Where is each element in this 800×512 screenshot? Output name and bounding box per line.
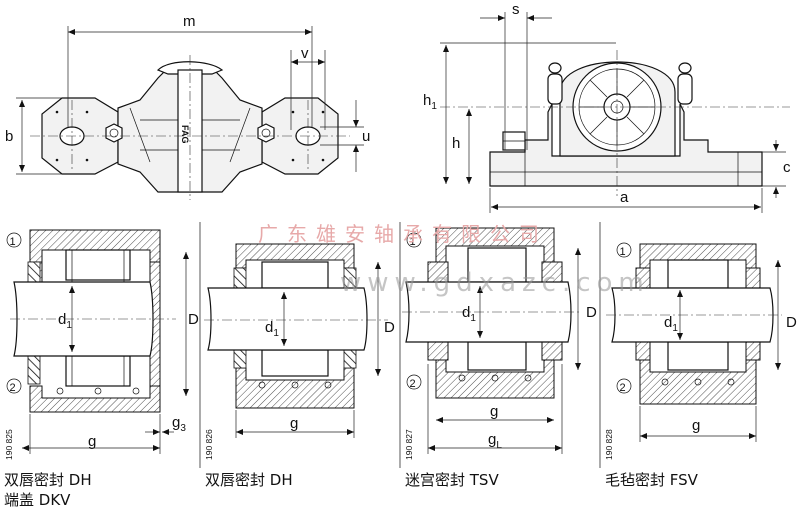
right-cap-bolt — [257, 123, 275, 143]
caption-panel-2: 双唇密封 DH — [205, 471, 293, 489]
panel-dh-dkv-section — [6, 229, 189, 454]
left-lifting-lug — [547, 73, 563, 105]
label-d1-p2: d1 — [265, 319, 279, 339]
marker-1: 1 — [10, 236, 16, 248]
code-p4: 190 828 — [604, 429, 614, 460]
label-D-p4: D — [786, 314, 797, 331]
label-g-p1: g — [88, 433, 96, 450]
watermark-url: www.gdxazc.com — [340, 268, 650, 298]
caption-p1-line2: 端盖 DKV — [4, 491, 71, 509]
label-b: b — [5, 128, 13, 145]
label-v: v — [301, 45, 309, 62]
label-D-p3: D — [586, 304, 597, 321]
watermark-company: 广东雄安轴承有限公司 — [258, 222, 548, 246]
marker-2: 2 — [10, 382, 16, 394]
marker-1-p4: 1 — [620, 246, 626, 258]
right-lifting-lug — [677, 73, 693, 105]
panel-tsv-section — [402, 227, 581, 454]
housing-side-view — [440, 12, 790, 213]
housing-base — [489, 103, 763, 187]
label-d1-p1: d1 — [58, 311, 72, 331]
caption-p1-line1: 双唇密封 DH — [4, 471, 92, 489]
marker-1-p3: 1 — [410, 236, 416, 248]
label-g-p2: g — [290, 415, 298, 432]
brand-mark-plan: FAG — [180, 125, 190, 144]
shaft-2 — [207, 287, 368, 351]
label-h1: h1 — [423, 92, 437, 112]
label-a: a — [620, 189, 629, 206]
label-g-p4: g — [692, 417, 700, 434]
caption-panel-3: 迷宫密封 TSV — [405, 471, 499, 489]
label-g3-p1: g3 — [172, 414, 186, 434]
housing-plan-view: FAG — [16, 26, 364, 200]
code-p3: 190 827 — [404, 429, 414, 460]
code-p1: 190 825 — [4, 429, 14, 460]
marker-2-p3: 2 — [410, 378, 416, 390]
caption-panel-1: 双唇密封 DH 端盖 DKV — [4, 470, 92, 510]
label-D-p1: D — [188, 311, 199, 328]
label-m: m — [183, 13, 196, 30]
label-h: h — [452, 135, 460, 152]
marker-2-p4: 2 — [620, 382, 626, 394]
label-u: u — [362, 128, 370, 145]
left-cap-bolt — [105, 123, 123, 143]
cap-lug — [156, 61, 224, 75]
label-d1-p3: d1 — [462, 304, 476, 324]
code-p2: 190 826 — [204, 429, 214, 460]
label-gL-p3: gL — [488, 431, 502, 451]
label-g-p3: g — [490, 403, 498, 420]
label-D-p2: D — [384, 319, 395, 336]
panel-dh-section — [204, 243, 388, 438]
panel-fsv-section — [606, 242, 782, 442]
caption-panel-4: 毛毡密封 FSV — [605, 471, 698, 489]
label-s: s — [512, 1, 520, 18]
label-c: c — [783, 159, 791, 176]
label-d1-p4: d1 — [664, 314, 678, 334]
